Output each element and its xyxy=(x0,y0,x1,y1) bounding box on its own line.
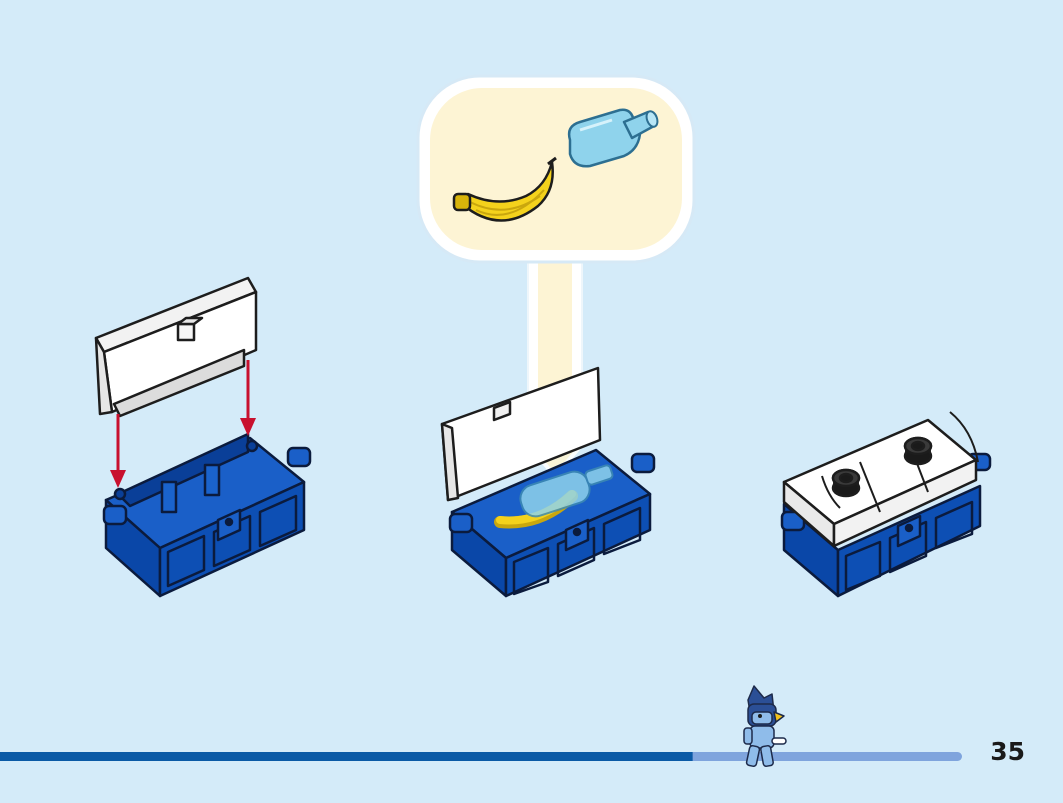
closed-chest-icon xyxy=(780,411,992,598)
chest-contents xyxy=(494,464,614,529)
step-attach-lid xyxy=(94,276,312,598)
step-fill-chest xyxy=(416,74,696,598)
bottle-icon xyxy=(567,108,659,168)
down-arrow-icon xyxy=(110,360,256,488)
parts-callout xyxy=(416,74,696,264)
bluey-mascot-icon xyxy=(743,685,787,768)
banana-icon xyxy=(452,156,557,222)
chest-base-icon xyxy=(102,432,312,598)
chest-lid-icon xyxy=(94,276,258,418)
progress-filled xyxy=(0,752,693,761)
page-number: 35 xyxy=(990,737,1025,766)
progress-bar xyxy=(0,752,962,761)
